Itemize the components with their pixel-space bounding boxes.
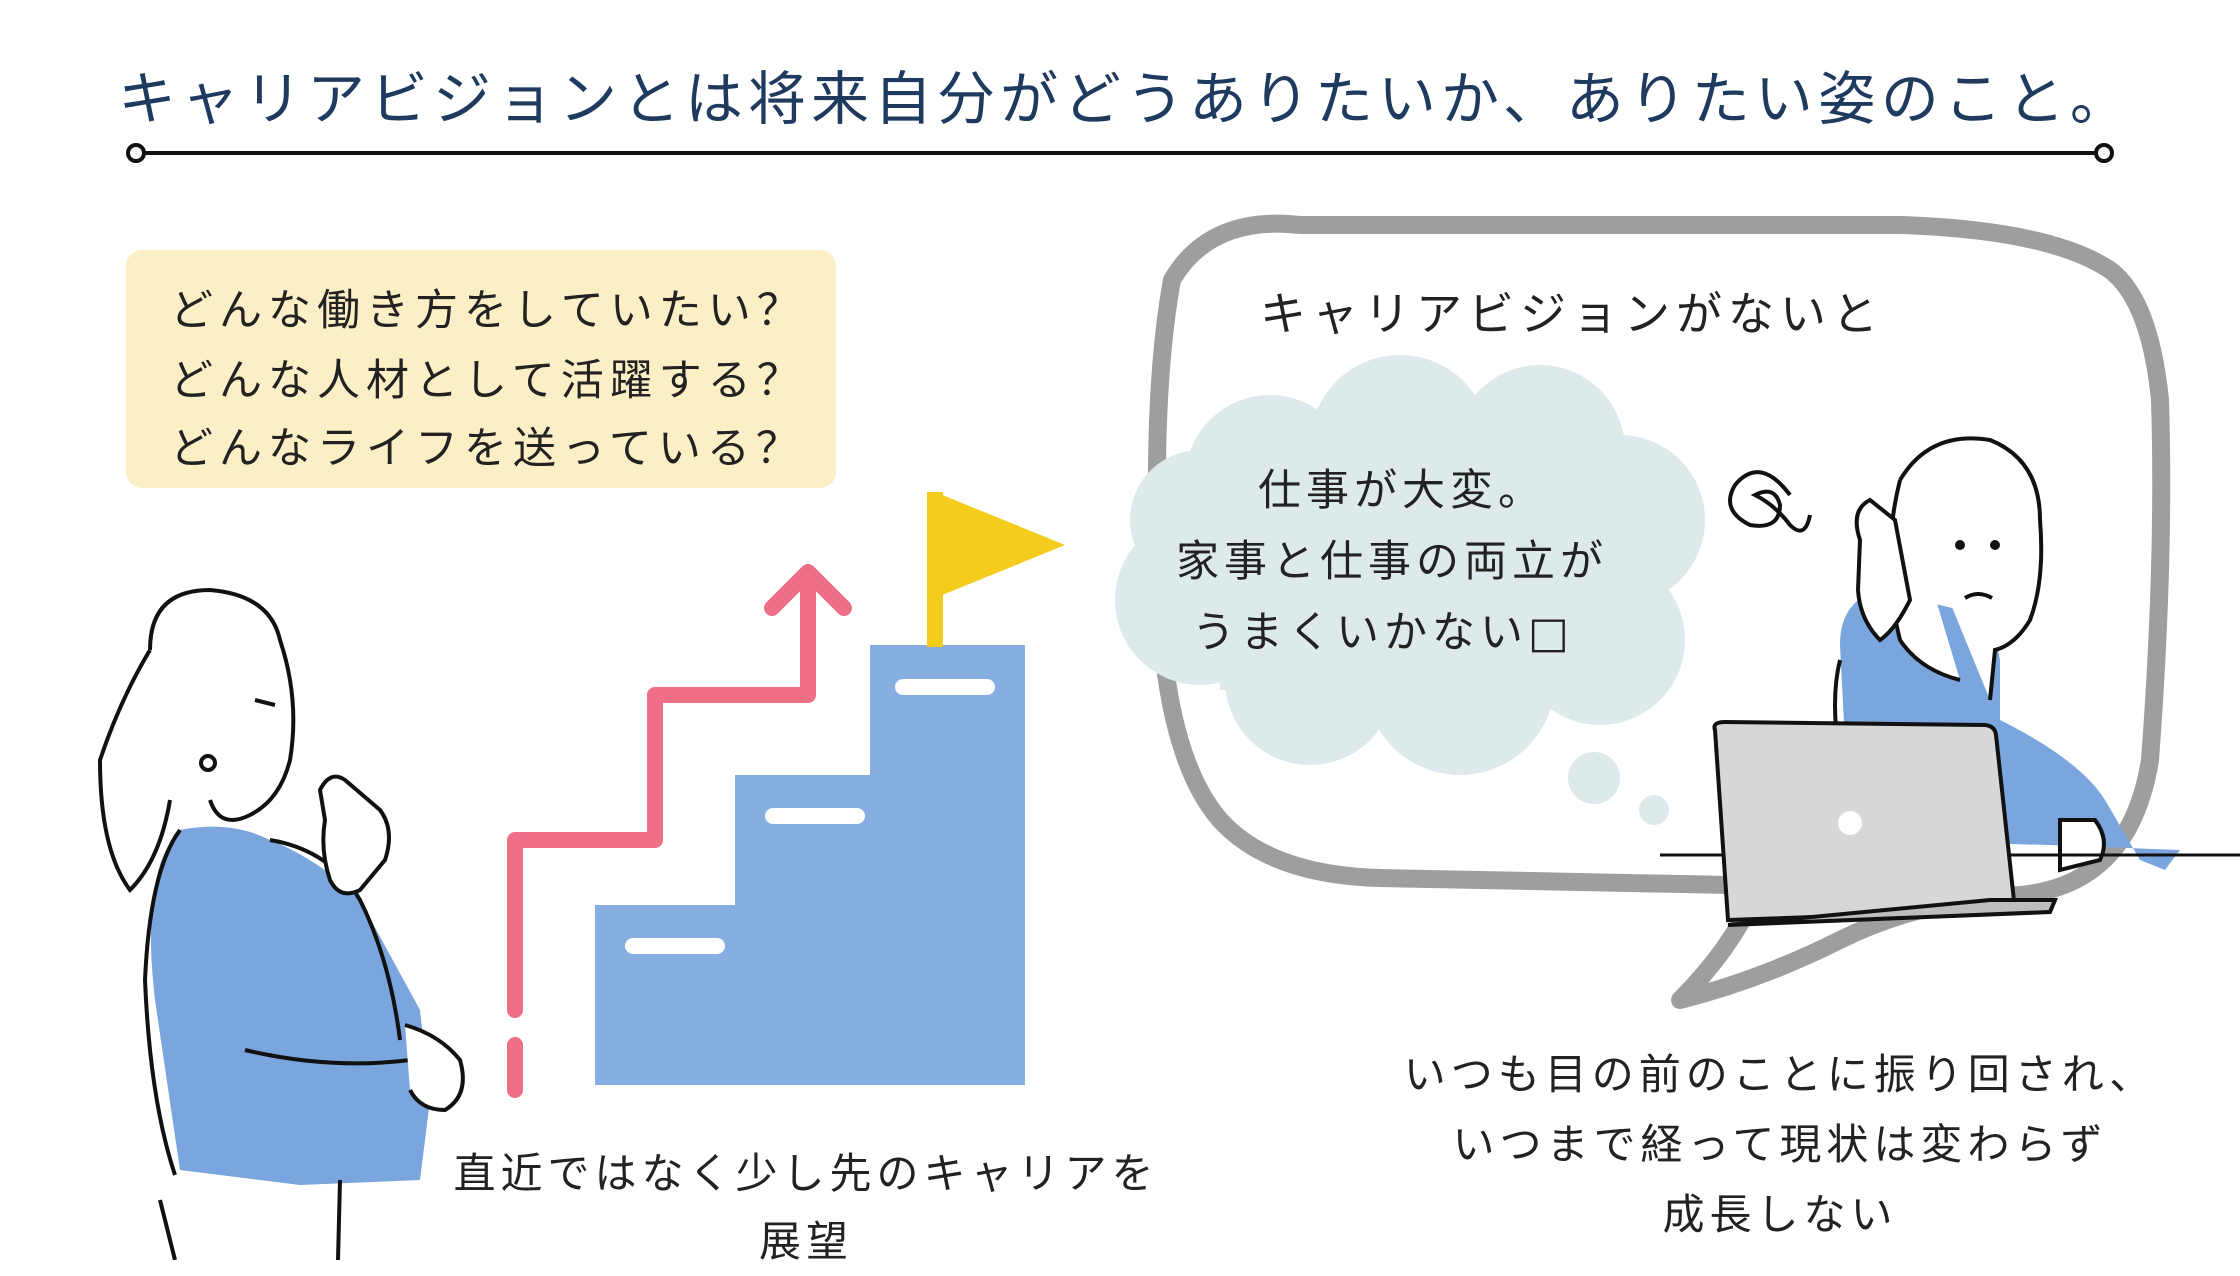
right-caption-line-1: いつも目の前のことに振り回され、: [1403, 1050, 2157, 1099]
right-caption-line-2: いつまで経って現状は変わらず: [1452, 1120, 2108, 1169]
right-caption-line-3: 成長しない: [1662, 1190, 1898, 1239]
question-talent: どんな人材として活躍する？: [170, 356, 806, 406]
speech-bubble-heading: キャリアビジョンがないと: [1260, 287, 1884, 341]
right-caption: いつも目の前のことに振り回され、 いつまで経って現状は変わらず 成長しない: [1330, 1040, 2230, 1250]
title-divider: [126, 143, 2114, 163]
questions-box: どんな働き方をしていたい？ どんな人材として活躍する？ どんなライフを送っている…: [126, 250, 836, 488]
thought-line-1: 仕事が大変。: [1258, 466, 1546, 516]
question-life: どんなライフを送っている？: [170, 424, 805, 474]
question-work-style: どんな働き方をしていたい？: [170, 286, 806, 336]
thinking-woman-illustration: [97, 587, 465, 1260]
left-caption-line-2: 展望: [758, 1217, 853, 1266]
left-caption: 直近ではなく少し先のキャリアを 展望: [376, 1140, 1236, 1276]
thought-line-2: 家事と仕事の両立が: [1176, 537, 1608, 587]
thought-line-3: うまくいかない□: [1192, 608, 1574, 658]
page-title: キャリアビジョンとは将来自分がどうありたいか、ありたい姿のこと。: [118, 65, 2133, 133]
thought-cloud: [1115, 355, 1705, 825]
growth-arrow-icon: [507, 564, 852, 1098]
goal-flag-icon: [927, 492, 1065, 647]
stairs-graphic: [595, 645, 1025, 1085]
worried-woman-illustration: [1660, 436, 2240, 927]
left-caption-line-1: 直近ではなく少し先のキャリアを: [453, 1149, 1159, 1198]
